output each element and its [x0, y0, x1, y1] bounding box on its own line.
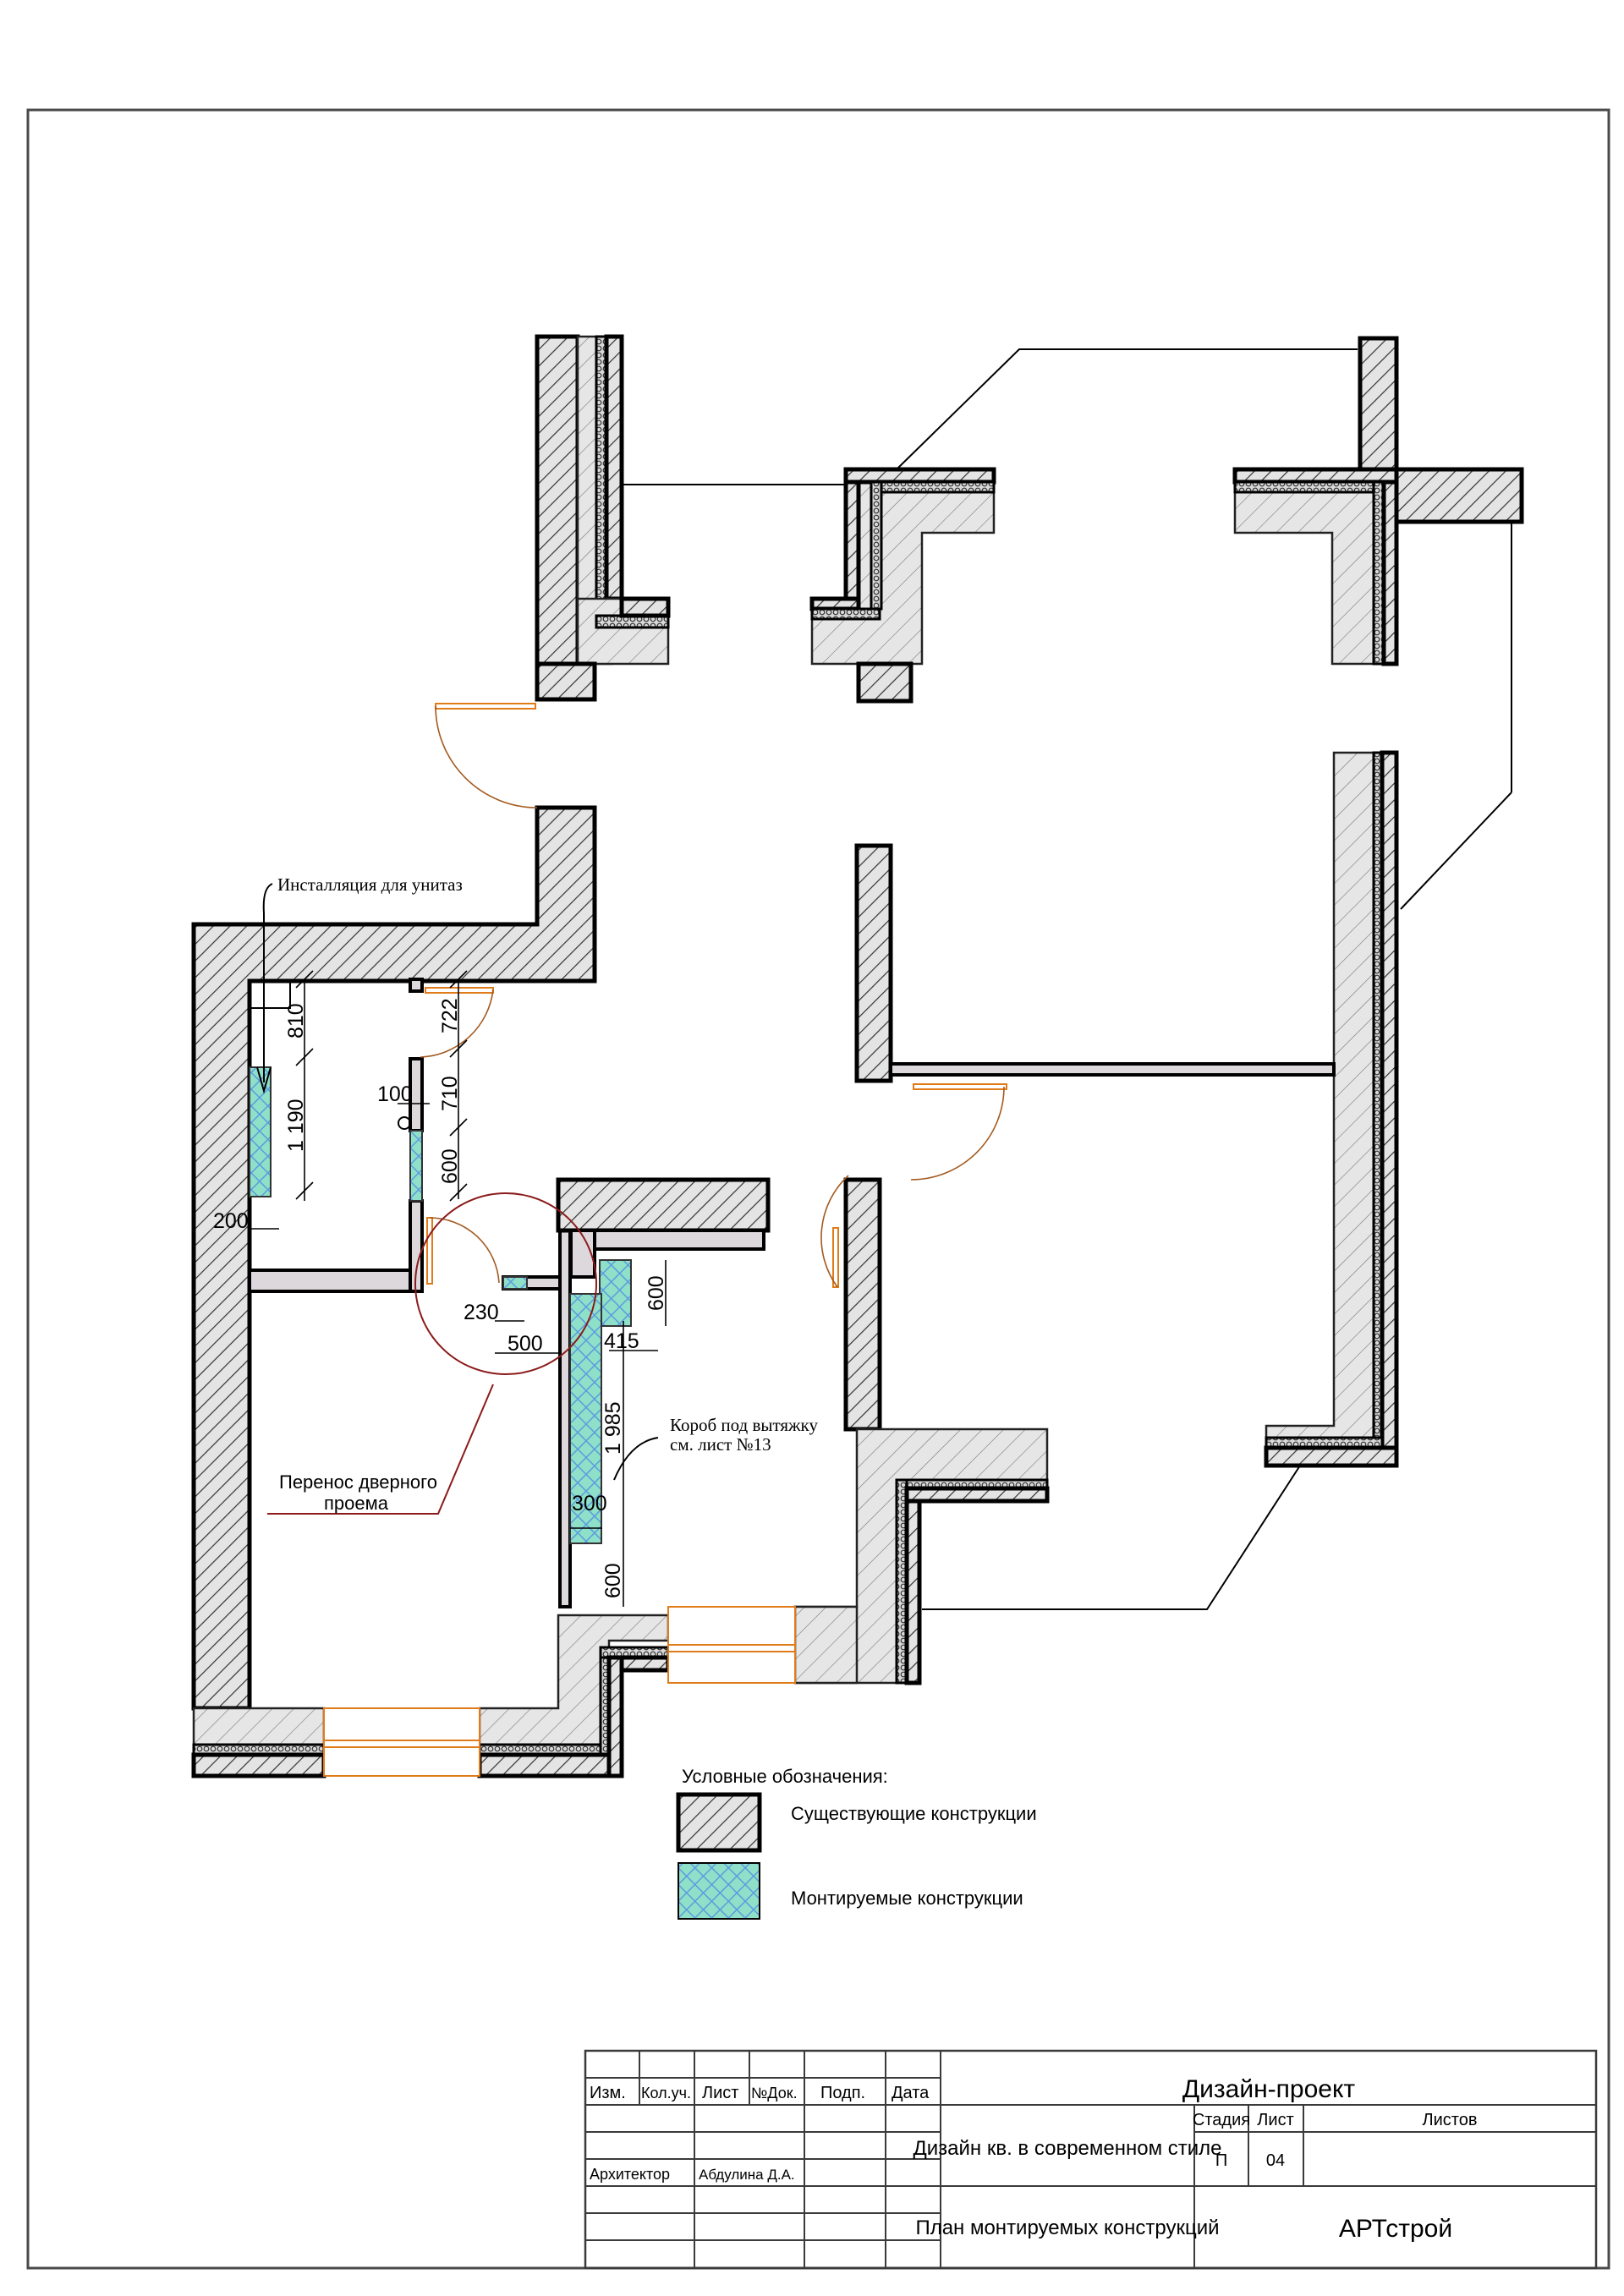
tb-sheets-label: Листов — [1423, 2111, 1478, 2129]
tb-project-type: Дизайн-проект — [1182, 2075, 1356, 2103]
dim-1190: 1 190 — [284, 1099, 308, 1152]
wall-kitchen-right — [793, 1177, 1050, 1685]
leader-hood-box — [613, 1437, 659, 1481]
dim-200: 200 — [213, 1209, 249, 1233]
dim-600-bath: 600 — [438, 1148, 462, 1184]
new-hall-stub — [502, 1276, 528, 1290]
legend-label-existing: Существующие конструкции — [791, 1803, 1037, 1824]
callout-leader-door — [267, 1384, 494, 1515]
tb-header-kol: Кол.уч. — [641, 2085, 691, 2101]
balcony-outline-right-diag — [1400, 792, 1512, 910]
note-door-relocation-1: Перенос дверного — [279, 1471, 437, 1493]
new-bath-partition — [409, 1130, 423, 1202]
tb-header-podp: Подп. — [820, 2084, 865, 2102]
dim-810: 810 — [284, 1003, 308, 1038]
note-toilet-installation: Инсталляция для унитаз — [277, 874, 463, 895]
tb-header-list: Лист — [702, 2084, 738, 2102]
tb-header-doc: №Док. — [751, 2085, 798, 2101]
tb-role: Архитектор — [590, 2166, 670, 2183]
dim-1985: 1 985 — [601, 1401, 625, 1455]
window-room — [323, 1707, 480, 1777]
dim-415: 415 — [604, 1329, 639, 1353]
note-hood-box-1: Короб под вытяжку — [670, 1415, 818, 1435]
wall-right-long — [1264, 750, 1399, 1468]
note-door-relocation-2: проема — [324, 1493, 389, 1514]
wall-upper-middle — [809, 467, 996, 704]
tb-sheet-title: План монтируемых конструкций — [915, 2217, 1219, 2239]
legend: Условные обозначения: Существующие конст… — [676, 1766, 1037, 1920]
dim-300: 300 — [572, 1492, 607, 1515]
door-entrance[interactable] — [435, 703, 538, 808]
partition-corridor — [889, 1062, 1336, 1077]
dim-710: 710 — [438, 1076, 462, 1111]
legend-label-new: Монтируемые конструкции — [791, 1888, 1023, 1909]
tb-stage-label: Стадия — [1193, 2111, 1250, 2129]
door-relocated[interactable] — [426, 1217, 500, 1285]
tb-sheet-value: 04 — [1266, 2151, 1285, 2170]
tb-project-name: Дизайн кв. в современном стиле — [913, 2137, 1221, 2160]
dim-722: 722 — [438, 998, 462, 1033]
note-hood-box-2: см. лист №13 — [670, 1434, 771, 1455]
tb-sheet-label: Лист — [1257, 2111, 1293, 2129]
new-hood-box-upper — [599, 1259, 632, 1327]
title-block — [584, 2049, 1598, 2270]
legend-swatch-existing — [676, 1792, 762, 1853]
leader-toilet — [262, 883, 273, 1082]
wall-kitchen-top — [556, 1177, 771, 1279]
dim-600-kitchen-bottom: 600 — [601, 1563, 625, 1598]
tb-person: Абдулина Д.А. — [699, 2167, 795, 2183]
partition-bath-top-stub — [409, 978, 424, 993]
window-kitchen — [667, 1606, 796, 1684]
callout-circle-door — [414, 1192, 597, 1375]
wall-left-main — [191, 805, 597, 1778]
tb-header-izm: Изм. — [590, 2084, 626, 2102]
door-bathroom[interactable] — [420, 987, 494, 1058]
balcony-outline — [896, 348, 1358, 470]
wall-upper-left — [535, 334, 671, 702]
tb-stage-value: П — [1215, 2151, 1227, 2170]
toilet-installation-frame — [249, 980, 291, 1009]
wall-upper-right — [1232, 336, 1524, 666]
legend-title: Условные обозначения: — [682, 1766, 888, 1787]
dim-500: 500 — [508, 1332, 543, 1356]
tb-header-data: Дата — [892, 2084, 930, 2102]
tb-company: АРТстрой — [1339, 2215, 1452, 2243]
dim-230: 230 — [464, 1301, 499, 1324]
balcony-outline-lower — [922, 1465, 1301, 1610]
legend-swatch-new — [678, 1862, 760, 1920]
partition-bath-bottom — [248, 1269, 420, 1293]
new-hood-box-lower — [569, 1293, 602, 1544]
dim-100: 100 — [377, 1082, 413, 1106]
door-kitchen[interactable] — [820, 1175, 849, 1288]
leader-toilet-arrow — [256, 1066, 272, 1094]
fixture-marker — [398, 1116, 411, 1130]
wall-middle — [854, 843, 1336, 1083]
door-corridor[interactable] — [910, 1083, 1007, 1181]
dimension-lines — [250, 970, 667, 1607]
dim-600-kitchen-top: 600 — [645, 1275, 668, 1311]
new-installation-toilet — [249, 1066, 272, 1197]
